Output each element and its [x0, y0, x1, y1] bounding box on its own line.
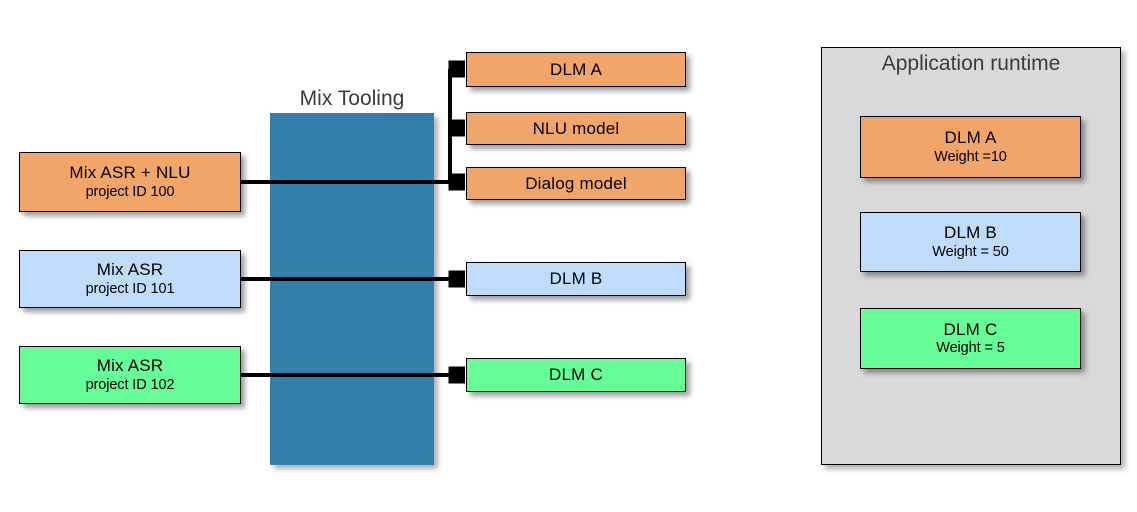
mix-tooling-pillar	[270, 113, 434, 465]
source-box-mix-asr-102[interactable]: Mix ASR project ID 102	[19, 346, 241, 404]
runtime-box-weight: Weight = 50	[932, 243, 1009, 260]
artifact-box-label: DLM A	[549, 59, 603, 79]
runtime-box-weight: Weight =10	[934, 148, 1007, 165]
runtime-box-weight: Weight = 5	[936, 340, 1005, 357]
source-box-mix-asr-nlu-100[interactable]: Mix ASR + NLU project ID 100	[19, 152, 241, 212]
artifact-box-dlm-b[interactable]: DLM B	[466, 262, 686, 296]
source-box-mix-asr-101[interactable]: Mix ASR project ID 101	[19, 250, 241, 308]
artifact-box-label: NLU model	[532, 118, 620, 138]
artifact-box-nlu-model[interactable]: NLU model	[466, 112, 686, 145]
source-box-subtitle: project ID 101	[85, 280, 175, 297]
source-box-title: Mix ASR	[96, 356, 164, 376]
runtime-box-dlm-a[interactable]: DLM A Weight =10	[860, 116, 1081, 178]
artifact-box-label: Dialog model	[525, 173, 627, 193]
runtime-box-dlm-b[interactable]: DLM B Weight = 50	[860, 212, 1081, 272]
runtime-box-dlm-c[interactable]: DLM C Weight = 5	[860, 308, 1081, 369]
source-box-title: Mix ASR	[96, 260, 164, 280]
source-box-title: Mix ASR + NLU	[69, 163, 191, 183]
artifact-box-dlm-c[interactable]: DLM C	[466, 358, 686, 392]
artifact-box-dialog-model[interactable]: Dialog model	[466, 167, 686, 200]
application-runtime-title: Application runtime	[881, 52, 1061, 75]
artifact-box-label: DLM C	[549, 365, 603, 385]
runtime-box-title: DLM B	[944, 223, 997, 243]
source-box-subtitle: project ID 100	[85, 183, 175, 200]
artifact-box-dlm-a[interactable]: DLM A	[466, 52, 686, 87]
artifact-box-label: DLM B	[549, 269, 603, 289]
runtime-box-title: DLM C	[943, 319, 998, 339]
source-box-subtitle: project ID 102	[85, 376, 175, 393]
runtime-box-title: DLM A	[944, 128, 997, 148]
mix-tooling-label: Mix Tooling	[299, 87, 405, 110]
